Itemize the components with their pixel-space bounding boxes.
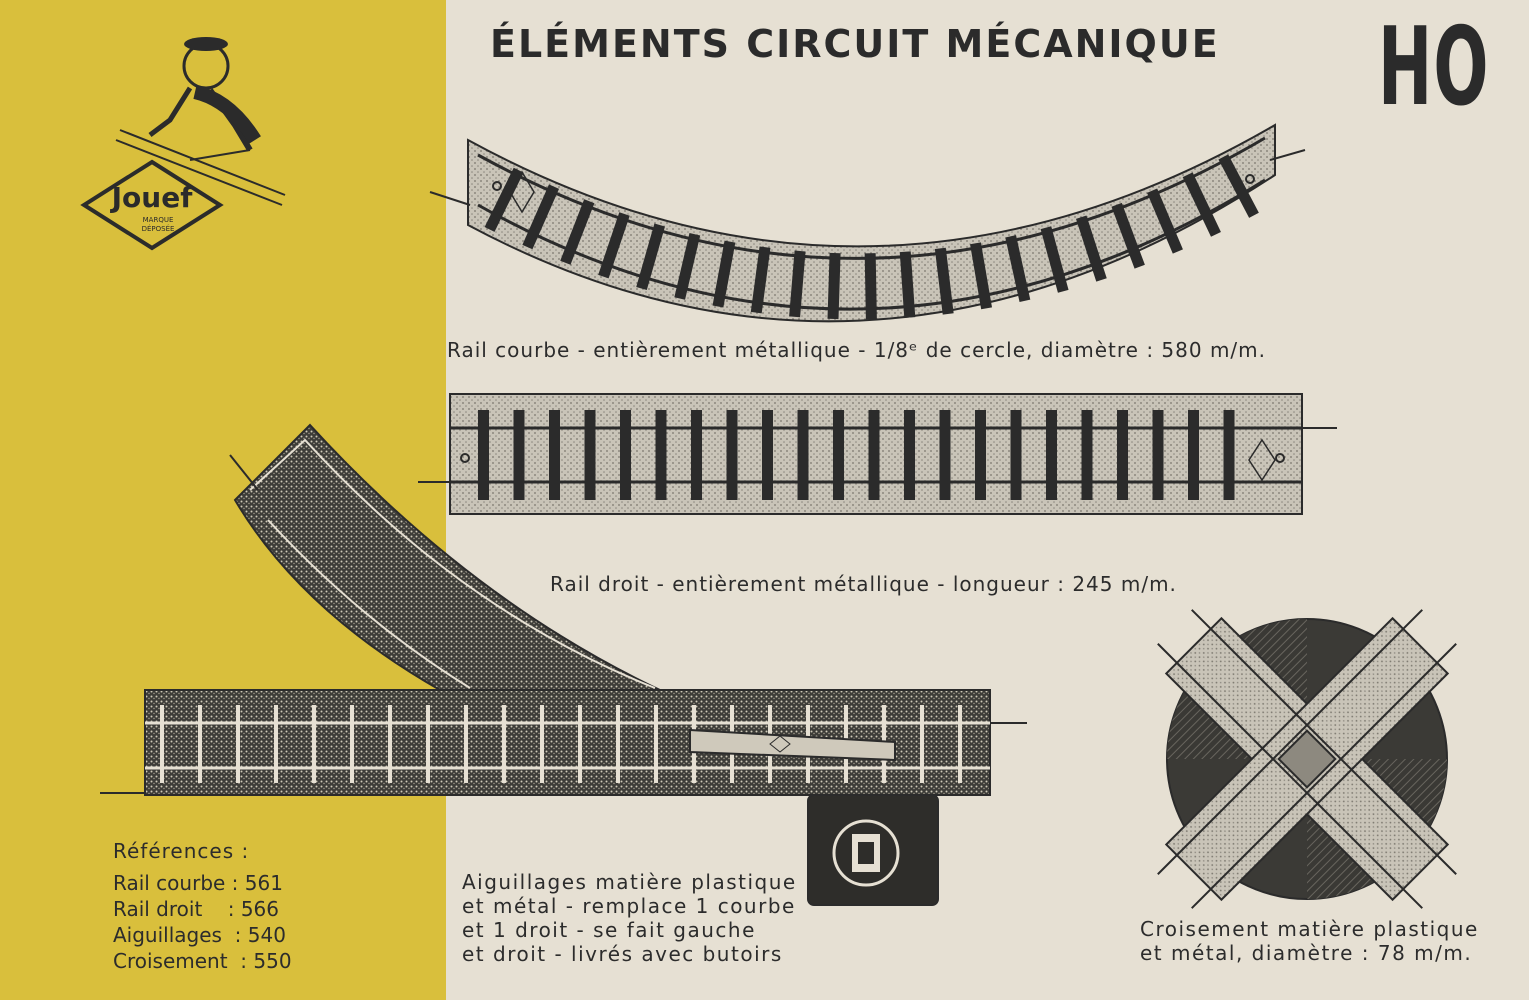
brand-sub1: MARQUE xyxy=(143,216,174,224)
rail-sleeper xyxy=(726,410,738,500)
rail-sleeper xyxy=(827,252,841,320)
crossing-description: Croisement matière plastique et métal, d… xyxy=(1140,917,1479,965)
rail-sleeper xyxy=(312,705,316,783)
rail-sleeper xyxy=(1040,226,1069,293)
rail-sleeper xyxy=(522,184,560,250)
rail-sleeper xyxy=(478,410,489,500)
rail-sleeper xyxy=(1188,410,1199,500)
curved-rail-drawing xyxy=(429,123,1306,323)
rail-sleeper xyxy=(975,410,986,500)
straight-rail-drawing xyxy=(418,393,1337,515)
rail-sleeper xyxy=(560,199,595,265)
rail-sleeper xyxy=(549,410,560,500)
rail-sleeper xyxy=(1223,410,1235,500)
rail-sleeper xyxy=(198,705,202,783)
reference-row: Aiguillages : 540 xyxy=(113,923,286,947)
rail-sleeper xyxy=(584,410,596,500)
rail-sleeper xyxy=(833,410,844,500)
rail-sleeper xyxy=(426,705,430,783)
rail-sleeper xyxy=(513,410,525,500)
rail-sleeper xyxy=(540,705,544,783)
rail-sleeper xyxy=(1218,154,1259,218)
switch-line: et métal - remplace 1 courbe xyxy=(462,894,796,918)
brand-name: Jouef xyxy=(110,181,194,214)
rail-sleeper xyxy=(939,410,951,500)
rail-sleeper xyxy=(388,705,392,783)
reference-row: Croisement : 550 xyxy=(113,949,292,973)
rail-sleeper xyxy=(797,410,809,500)
references-list: Références : Rail courbe : 561 Rail droi… xyxy=(113,838,292,974)
rail-sleeper xyxy=(762,410,773,500)
switch-line: et 1 droit - se fait gauche xyxy=(462,918,756,942)
curved-rail-caption: Rail courbe - entièrement métallique - 1… xyxy=(447,338,1267,362)
rail-sleeper xyxy=(934,247,954,315)
rail-sleeper xyxy=(1081,410,1093,500)
rail-sleeper xyxy=(958,705,962,783)
references-heading: Références : xyxy=(113,839,250,863)
rail-sleeper xyxy=(1182,172,1221,237)
rail-sleeper xyxy=(1046,410,1057,500)
rail-sleeper xyxy=(616,705,620,783)
rail-sleeper xyxy=(274,705,278,783)
rail-sleeper xyxy=(655,410,667,500)
rail-sleeper xyxy=(864,253,877,320)
rail-sleeper xyxy=(636,223,665,290)
crossing-drawing xyxy=(1157,609,1457,909)
reference-row: Rail droit : 566 xyxy=(113,897,279,921)
rail-sleeper xyxy=(1117,410,1128,500)
reference-row: Rail courbe : 561 xyxy=(113,871,283,895)
scale-badge: HO xyxy=(1378,5,1490,130)
rail-sleeper xyxy=(578,705,582,783)
rail-sleeper xyxy=(484,167,524,232)
rail-sleeper xyxy=(1010,410,1022,500)
rail-sleeper xyxy=(620,410,631,500)
rail-sleeper xyxy=(464,705,468,783)
rail-sleeper xyxy=(502,705,506,783)
page-title: ÉLÉMENTS CIRCUIT MÉCANIQUE xyxy=(490,22,1220,66)
jouef-mascot-logo: Jouef MARQUE DÉPOSÉE xyxy=(80,37,286,251)
rail-sleeper xyxy=(750,246,771,314)
rail-sleeper xyxy=(899,251,916,318)
rail-sleeper xyxy=(691,410,702,500)
rail-sleeper xyxy=(674,232,701,300)
switch-line: Aiguillages matière plastique xyxy=(462,870,797,894)
rail-sleeper xyxy=(712,240,736,308)
crossing-line: Croisement matière plastique xyxy=(1140,917,1479,941)
brand-sub2: DÉPOSÉE xyxy=(142,224,175,233)
rail-sleeper xyxy=(1076,215,1107,282)
rail-sleeper xyxy=(970,242,992,310)
rail-sleeper xyxy=(654,705,658,783)
rail-sleeper xyxy=(1152,410,1164,500)
rail-sleeper xyxy=(1005,235,1031,302)
rail-sleeper xyxy=(598,212,630,279)
straight-rail-caption: Rail droit - entièrement métallique - lo… xyxy=(550,572,1177,596)
switch-rail-drawing xyxy=(100,423,1027,906)
switch-description: Aiguillages matière plastique et métal -… xyxy=(462,870,797,966)
rail-sleeper xyxy=(868,410,880,500)
rail-sleeper xyxy=(1147,188,1183,254)
crossing-line: et métal, diamètre : 78 m/m. xyxy=(1140,941,1473,965)
switch-line: et droit - livrés avec butoirs xyxy=(462,942,783,966)
rail-sleeper xyxy=(789,250,806,318)
rail-sleeper xyxy=(904,410,915,500)
rail-sleeper xyxy=(1111,202,1145,269)
rail-sleeper xyxy=(350,705,354,783)
rail-sleeper xyxy=(236,705,240,783)
rail-sleeper xyxy=(160,705,164,783)
rail-sleeper xyxy=(920,705,924,783)
